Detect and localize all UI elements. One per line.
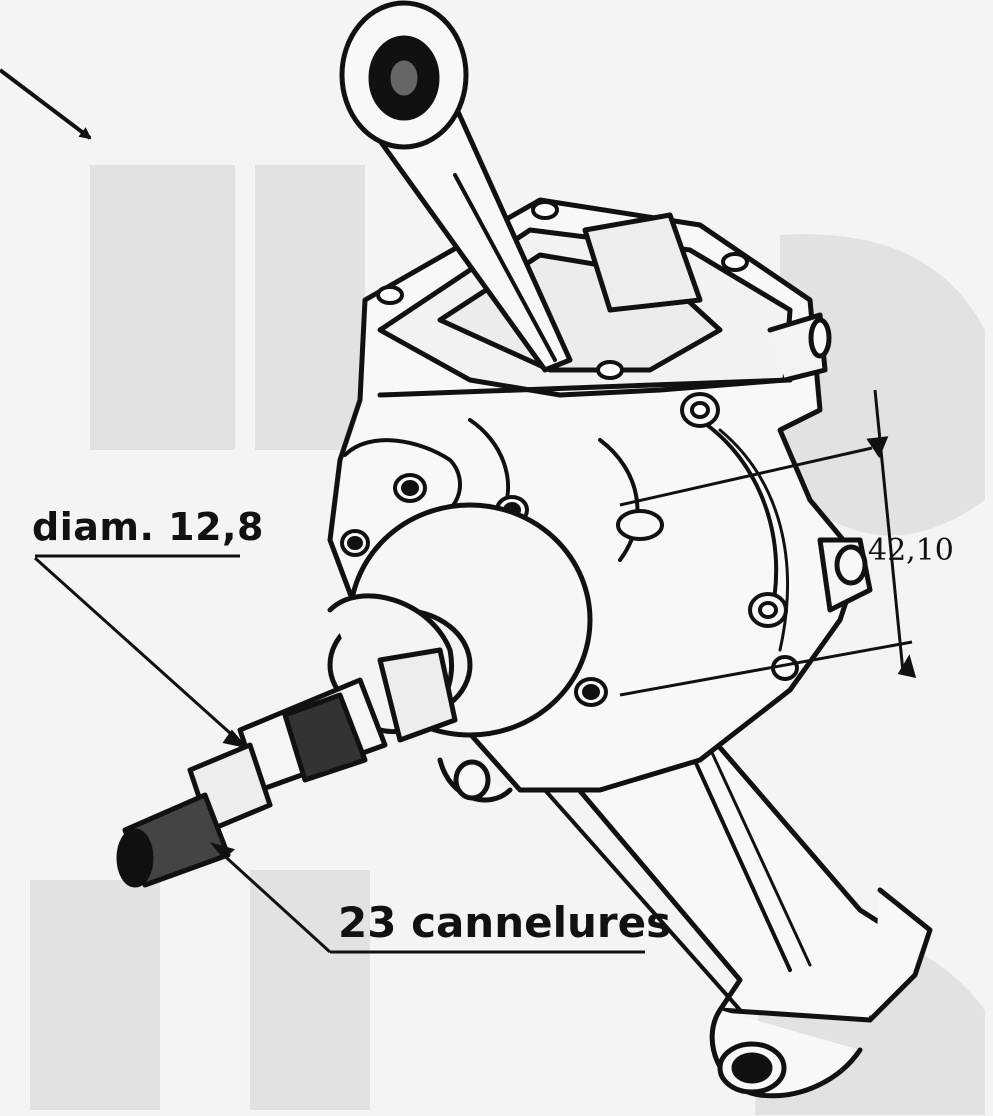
dimension-lines <box>619 389 917 697</box>
pointer-arrow <box>0 68 92 140</box>
output-shaft <box>116 502 593 888</box>
gearbox-assembly <box>116 0 933 1099</box>
diameter-label: diam. 12,8 <box>32 505 264 549</box>
dimension-label: 42,10 <box>868 533 954 568</box>
shift-lever <box>339 0 573 373</box>
splines-label: 23 cannelures <box>338 898 672 947</box>
leader-lines <box>33 554 645 954</box>
